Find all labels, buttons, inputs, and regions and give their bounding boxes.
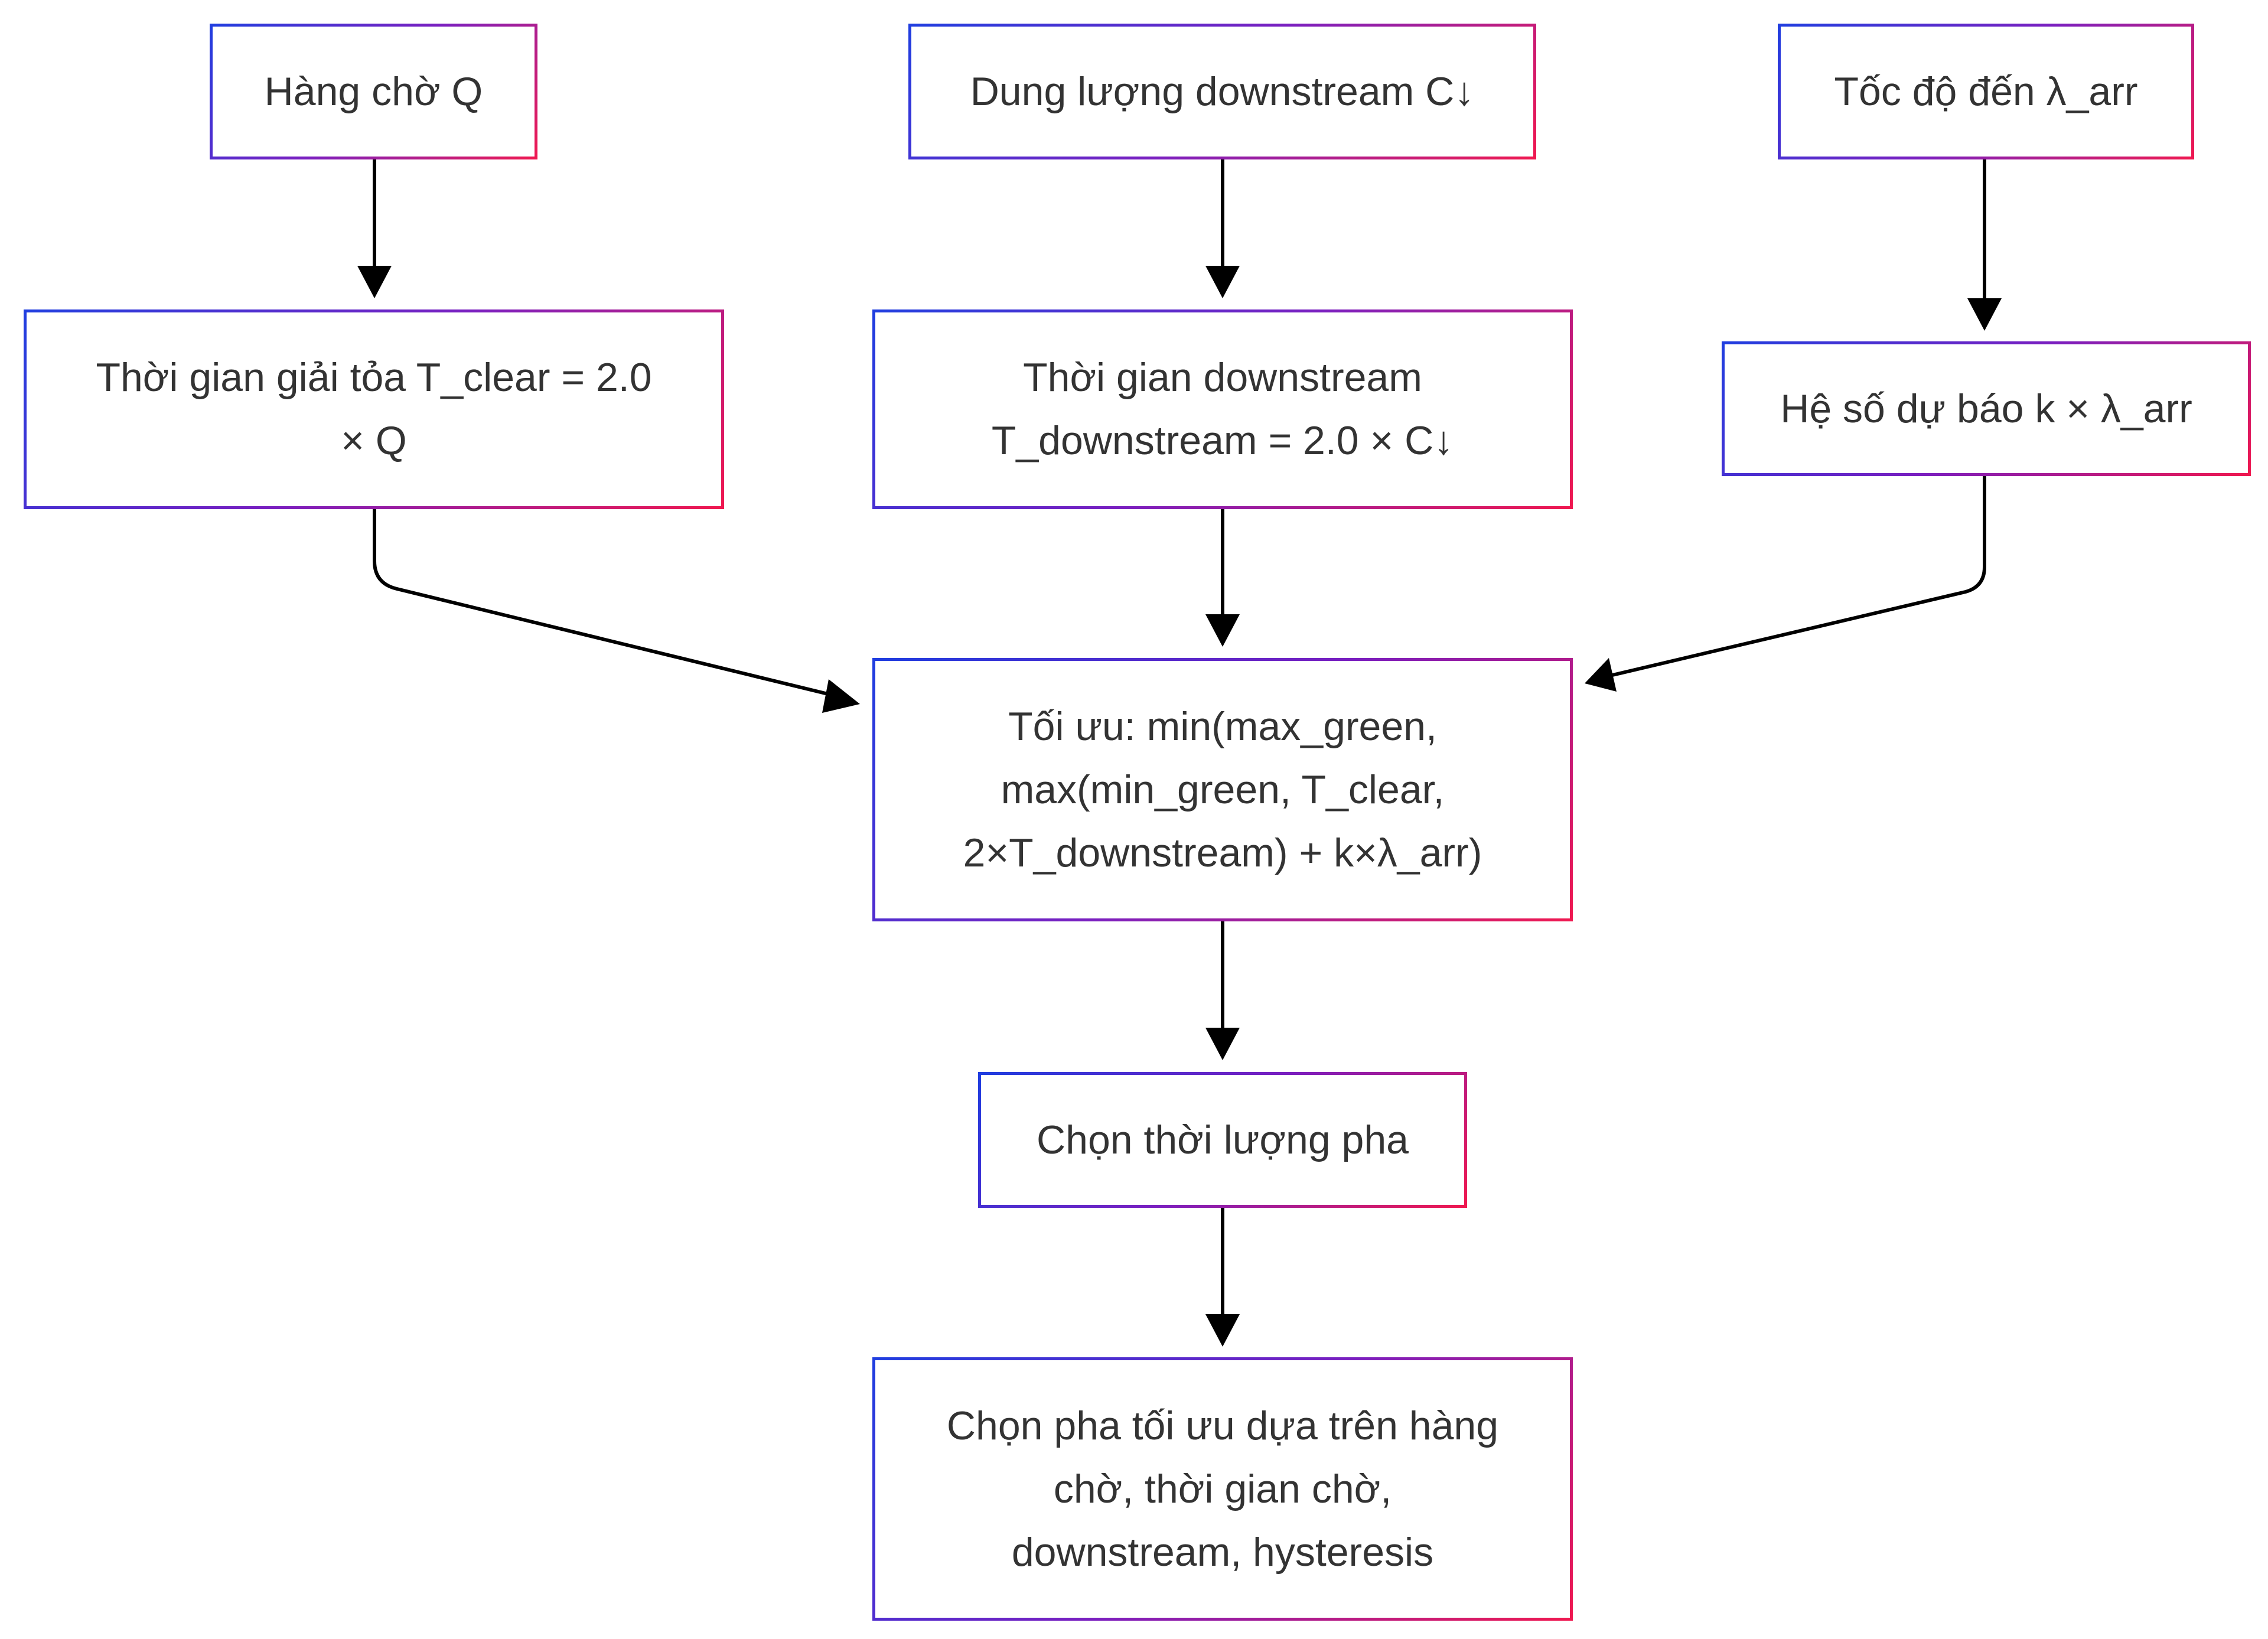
node-queue: Hàng chờ Q <box>210 24 537 159</box>
node-forecast-coefficient: Hệ số dự báo k × λ_arr <box>1722 341 2251 476</box>
edge-capacity-to-downstream-time <box>1205 159 1240 298</box>
node-downstream-capacity: Dung lượng downstream C↓ <box>908 24 1536 159</box>
edge-clear-time-to-optimize <box>373 509 860 713</box>
node-downstream-time-label: Thời gian downstream T_downstream = 2.0 … <box>991 355 1454 463</box>
node-optimize: Tối ưu: min(max_green, max(min_green, T_… <box>872 658 1573 921</box>
edge-optimize-to-phase-duration <box>1205 921 1240 1060</box>
edge-forecast-to-optimize <box>1585 476 1986 692</box>
node-queue-label: Hàng chờ Q <box>264 69 483 114</box>
node-arrival-rate: Tốc độ đến λ_arr <box>1778 24 2194 159</box>
node-downstream-time: Thời gian downstream T_downstream = 2.0 … <box>872 309 1573 509</box>
node-optimize-label: Tối ưu: min(max_green, max(min_green, T_… <box>963 703 1482 875</box>
edge-arrival-to-forecast <box>1967 159 2002 331</box>
node-forecast-coefficient-label: Hệ số dự báo k × λ_arr <box>1780 386 2192 431</box>
node-phase-duration: Chọn thời lượng pha <box>978 1072 1467 1208</box>
node-select-phase-label: Chọn pha tối ưu dựa trên hàng chờ, thời … <box>946 1403 1499 1575</box>
node-arrival-rate-label: Tốc độ đến λ_arr <box>1834 69 2138 114</box>
edge-queue-to-clear-time <box>357 159 392 298</box>
edge-phase-duration-to-select-phase <box>1205 1208 1240 1347</box>
node-downstream-capacity-label: Dung lượng downstream C↓ <box>970 69 1475 114</box>
node-clear-time-label: Thời gian giải tỏa T_clear = 2.0 × Q <box>96 355 652 463</box>
node-select-phase: Chọn pha tối ưu dựa trên hàng chờ, thời … <box>872 1357 1573 1621</box>
node-clear-time: Thời gian giải tỏa T_clear = 2.0 × Q <box>24 309 724 509</box>
node-phase-duration-label: Chọn thời lượng pha <box>1037 1117 1409 1162</box>
edge-downstream-time-to-optimize <box>1205 509 1240 647</box>
